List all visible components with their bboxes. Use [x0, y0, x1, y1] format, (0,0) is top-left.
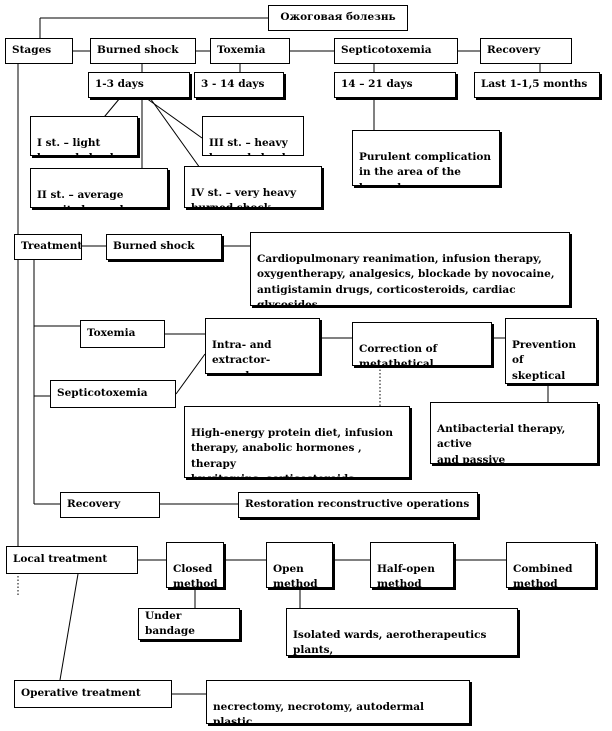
half-open-method-box: Half-open method: [370, 542, 454, 588]
intra-extra-text: Intra- and extractor- poreal э methods o…: [212, 339, 272, 373]
stage-recovery-box: Recovery: [480, 38, 572, 64]
shock-therapy-text: Cardiopulmonary reanimation, infusion th…: [257, 253, 555, 306]
operative-treatment-label: Operative treatment: [21, 687, 141, 700]
isolated-wards-text: Isolated wards, aerotherapeutics plants,…: [293, 629, 487, 656]
under-bandage-text: Under bandage: [145, 609, 195, 637]
treatment-septicotoxemia-box: Septicotoxemia: [50, 380, 176, 408]
stage-septicotoxemia-box: Septicotoxemia: [334, 38, 458, 64]
intra-extra-box: Intra- and extractor- poreal э methods o…: [205, 318, 320, 374]
operations-box: necrectomy, necrotomy, autodermal plasti…: [206, 680, 470, 724]
treatment-label: Treatment: [21, 240, 82, 253]
treatment-recovery-box: Recovery: [60, 492, 160, 518]
stages-box: Stages: [5, 38, 73, 64]
duration-recovery-box: Last 1-1,5 months: [474, 72, 600, 98]
restoration-box: Restoration reconstructive operations: [238, 492, 478, 518]
isolated-wards-box: Isolated wards, aerotherapeutics plants,…: [286, 608, 518, 656]
degree-3-box: III st. – heavy burned shock: [202, 116, 304, 156]
treatment-burned-shock-label: Burned shock: [113, 240, 195, 253]
under-bandage-box: Under bandage: [138, 608, 240, 640]
duration-toxemia-box: 3 - 14 days: [194, 72, 284, 98]
degree4-line: [149, 97, 201, 169]
duration-shock-box: 1-3 days: [88, 72, 190, 98]
correction-text: Correction of metathetical processes: [359, 343, 438, 366]
disease-title: Ожоговая болезнь: [280, 11, 396, 24]
treatment-toxemia-label: Toxemia: [87, 327, 136, 340]
stages-label: Stages: [12, 44, 52, 57]
combined-method-text: Combined method: [513, 563, 573, 588]
stage-burned-shock-box: Burned shock: [90, 38, 196, 64]
treatment-recovery-label: Recovery: [67, 498, 121, 511]
combined-method-box: Combined method: [506, 542, 596, 588]
open-method-box: Open method: [266, 542, 333, 588]
shock-therapy-box: Cardiopulmonary reanimation, infusion th…: [250, 232, 570, 306]
treatment-septicotoxemia-label: Septicotoxemia: [57, 387, 148, 400]
stage-recovery-label: Recovery: [487, 44, 541, 57]
restoration-text: Restoration reconstructive operations: [245, 498, 470, 511]
diet-box: High-energy protein diet, infusion thera…: [184, 406, 410, 478]
stage-septicotoxemia-label: Septicotoxemia: [341, 44, 432, 57]
closed-method-text: Closed method: [173, 563, 218, 588]
degree-1-box: I st. – light burned shock: [30, 116, 138, 156]
prevention-box: Prevention of skeptical complications: [505, 318, 597, 384]
septico-intra-line: [175, 353, 206, 395]
antibacterial-box: Antibacterial therapy, active and passiv…: [430, 402, 598, 464]
purulent-complication-text: Purulent complication in the area of the…: [359, 151, 492, 185]
stage-toxemia-box: Toxemia: [210, 38, 290, 64]
local-operative-line: [59, 573, 79, 681]
local-treatment-label: Local treatment: [13, 553, 108, 566]
half-open-method-text: Half-open method: [377, 563, 435, 588]
prevention-text: Prevention of skeptical complications: [512, 339, 576, 382]
duration-recovery: Last 1-1,5 months: [481, 78, 588, 91]
treatment-burned-shock-box: Burned shock: [106, 234, 222, 260]
duration-septicotoxemia: 14 – 21 days: [341, 78, 413, 91]
duration-shock: 1-3 days: [95, 78, 144, 91]
disease-title-box: Ожоговая болезнь: [268, 5, 408, 31]
stage-burned-shock-label: Burned shock: [97, 44, 179, 57]
duration-toxemia: 3 - 14 days: [201, 78, 265, 91]
degree-2-box: II st. – average gravity burned shock: [30, 168, 168, 208]
local-treatment-box: Local treatment: [6, 546, 138, 574]
treatment-box: Treatment: [14, 234, 82, 260]
degree-2-text: II st. – average gravity burned shock: [37, 189, 124, 207]
degree-1-text: I st. – light burned shock: [37, 137, 117, 155]
correction-box: Correction of metathetical processes: [352, 322, 492, 366]
degree-4-box: IV st. – very heavy burned shock: [184, 166, 322, 208]
treatment-toxemia-box: Toxemia: [80, 320, 165, 348]
operations-text: necrectomy, necrotomy, autodermal plasti…: [213, 701, 425, 724]
duration-septicotoxemia-box: 14 – 21 days: [334, 72, 456, 98]
stage-toxemia-label: Toxemia: [217, 44, 266, 57]
diet-text: High-energy protein diet, infusion thera…: [191, 427, 394, 477]
degree3-line: [145, 97, 203, 139]
operative-treatment-box: Operative treatment: [14, 680, 172, 708]
degree-3-text: III st. – heavy burned shock: [209, 137, 289, 155]
antibacterial-text: Antibacterial therapy, active and passiv…: [437, 423, 566, 464]
open-method-text: Open method: [273, 563, 318, 588]
degree-4-text: IV st. – very heavy burned shock: [191, 187, 297, 207]
purulent-complication-box: Purulent complication in the area of the…: [352, 130, 500, 186]
closed-method-box: Closed method: [166, 542, 224, 588]
